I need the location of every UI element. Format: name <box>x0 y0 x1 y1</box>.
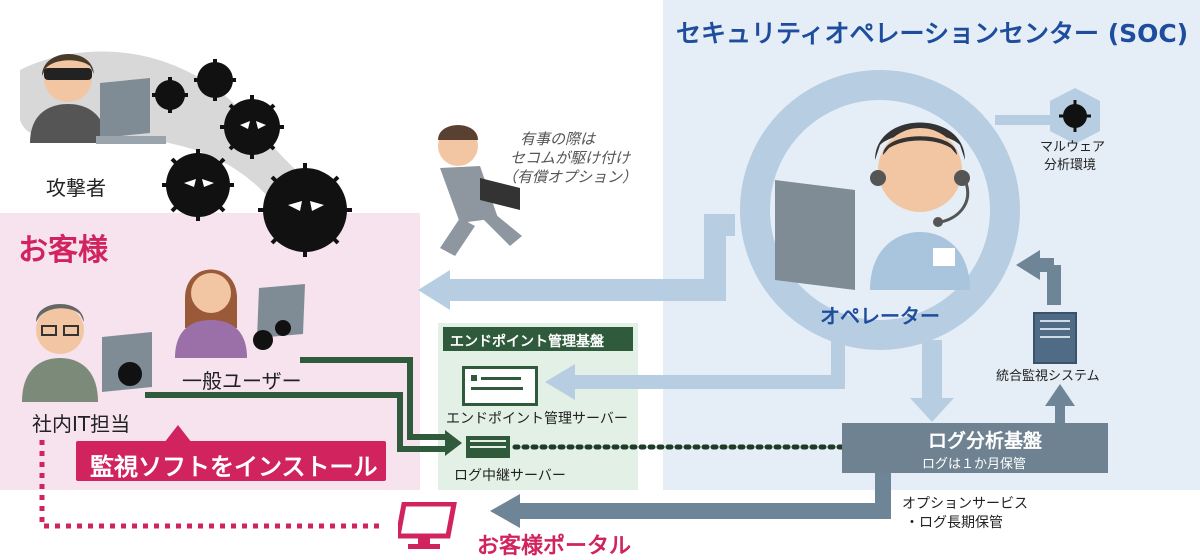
endpoint-header <box>443 327 633 351</box>
dispatch-note-line2: セコムが駆け付け <box>510 149 631 167</box>
operator-label: オペレーター <box>820 304 940 328</box>
malware-env-line1: マルウェア <box>1040 140 1106 155</box>
briefcase-icon <box>480 178 520 210</box>
monitor-icon <box>775 180 855 290</box>
it-relay-arrow <box>145 392 445 452</box>
malware-env-badge <box>1050 88 1100 144</box>
attacker-illustration <box>30 53 166 144</box>
relay-server-icon <box>466 436 510 458</box>
malware-env-line2: 分析環境 <box>1044 158 1097 173</box>
monitor-operator-arrow <box>1016 250 1040 280</box>
dispatch-arrow <box>450 214 735 301</box>
endpoint-server-icon <box>462 366 538 406</box>
options-line2: ・ログ長期保管 <box>905 515 1003 531</box>
log-platform-sub: ログは１か月保管 <box>922 457 1027 472</box>
it-staff-illustration <box>22 304 152 402</box>
general-user-illustration <box>175 269 305 358</box>
log-down-arrow <box>910 398 954 422</box>
monitor-up-arrow <box>1045 384 1075 406</box>
log-platform-box <box>842 423 1108 473</box>
relay-server-label: ログ中継サーバー <box>454 468 566 484</box>
portal-arrow <box>520 472 891 519</box>
endpoint-header-text: エンドポイント管理基盤 <box>450 334 604 350</box>
endpoint-arrow <box>575 335 845 389</box>
portal-monitor-icon <box>398 502 457 549</box>
headset-icon <box>933 217 943 227</box>
options-line1: オプションサービス <box>902 496 1028 512</box>
dispatch-note-line3: （有償オプション） <box>502 168 638 186</box>
dispatch-note-line1: 有事の際は <box>520 130 596 148</box>
monitoring-server-icon <box>1033 312 1077 364</box>
endpoint-server-label: エンドポイント管理サーバー <box>446 411 628 427</box>
install-banner-text: 監視ソフトをインストール <box>90 453 378 481</box>
soc-title: セキュリティオペレーションセンター (SOC) <box>676 19 1189 48</box>
log-platform-title: ログ分析基盤 <box>928 430 1043 452</box>
malware-swarm <box>152 59 352 257</box>
operator-illustration <box>775 122 970 290</box>
general-user-label: 一般ユーザー <box>182 369 302 393</box>
install-banner-pointer <box>164 425 192 443</box>
dispatch-runner-illustration <box>438 125 522 256</box>
user-relay-arrow <box>300 357 445 440</box>
install-banner <box>76 441 386 481</box>
customer-title: お客様 <box>18 233 108 268</box>
operator-ring <box>740 70 1020 350</box>
it-staff-label: 社内IT担当 <box>32 412 131 436</box>
monitoring-label: 統合監視システム <box>996 369 1100 384</box>
portal-label[interactable]: お客様ポータル <box>477 534 632 559</box>
attacker-label: 攻撃者 <box>46 176 106 200</box>
